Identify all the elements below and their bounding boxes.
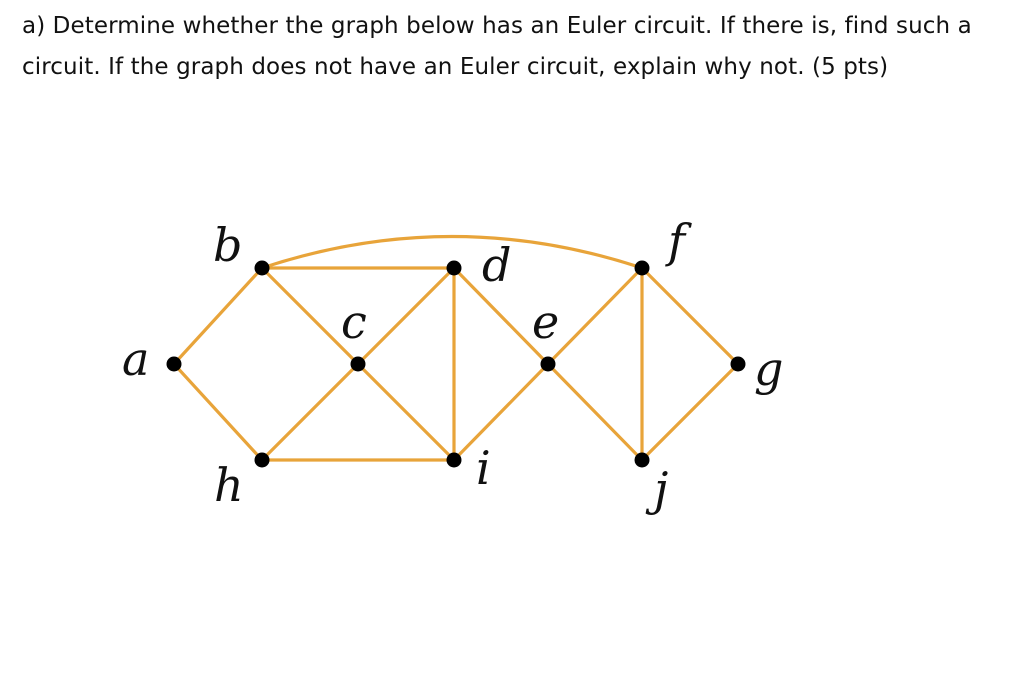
vertex-f bbox=[634, 260, 650, 276]
edge-a-b bbox=[172, 266, 264, 366]
vertex-label-i: i bbox=[476, 441, 491, 495]
vertex-i bbox=[446, 452, 462, 468]
vertex-label-f: f bbox=[665, 214, 692, 268]
vertex-label-d: d bbox=[482, 238, 511, 292]
vertex-label-e: e bbox=[532, 295, 559, 349]
vertex-h bbox=[254, 452, 270, 468]
edge-d-e bbox=[452, 266, 550, 366]
edge-e-f bbox=[546, 266, 644, 366]
vertex-j bbox=[634, 452, 650, 468]
edge-e-j bbox=[546, 362, 644, 462]
vertex-d bbox=[446, 260, 462, 276]
edge-f-g bbox=[640, 266, 740, 366]
vertex-g bbox=[730, 356, 746, 372]
vertex-label-a: a bbox=[122, 332, 149, 386]
vertex-label-j: j bbox=[645, 462, 668, 516]
edges-layer bbox=[172, 234, 740, 462]
vertex-label-b: b bbox=[213, 218, 242, 272]
vertex-e bbox=[540, 356, 556, 372]
vertex-b bbox=[254, 260, 270, 276]
edge-c-d bbox=[356, 266, 456, 366]
vertex-c bbox=[350, 356, 366, 372]
question-text: a) Determine whether the graph below has… bbox=[22, 13, 972, 80]
edge-b-f bbox=[260, 234, 644, 270]
edge-c-h bbox=[260, 362, 360, 462]
vertices-layer bbox=[166, 260, 746, 468]
edge-b-c bbox=[260, 266, 360, 366]
edge-c-i bbox=[356, 362, 456, 462]
edge-g-j bbox=[640, 362, 740, 462]
edge-a-h bbox=[172, 362, 264, 462]
vertex-a bbox=[166, 356, 182, 372]
edge-e-i bbox=[452, 362, 550, 462]
vertex-label-h: h bbox=[214, 458, 244, 512]
vertex-label-c: c bbox=[341, 295, 367, 349]
vertex-label-g: g bbox=[754, 342, 783, 396]
